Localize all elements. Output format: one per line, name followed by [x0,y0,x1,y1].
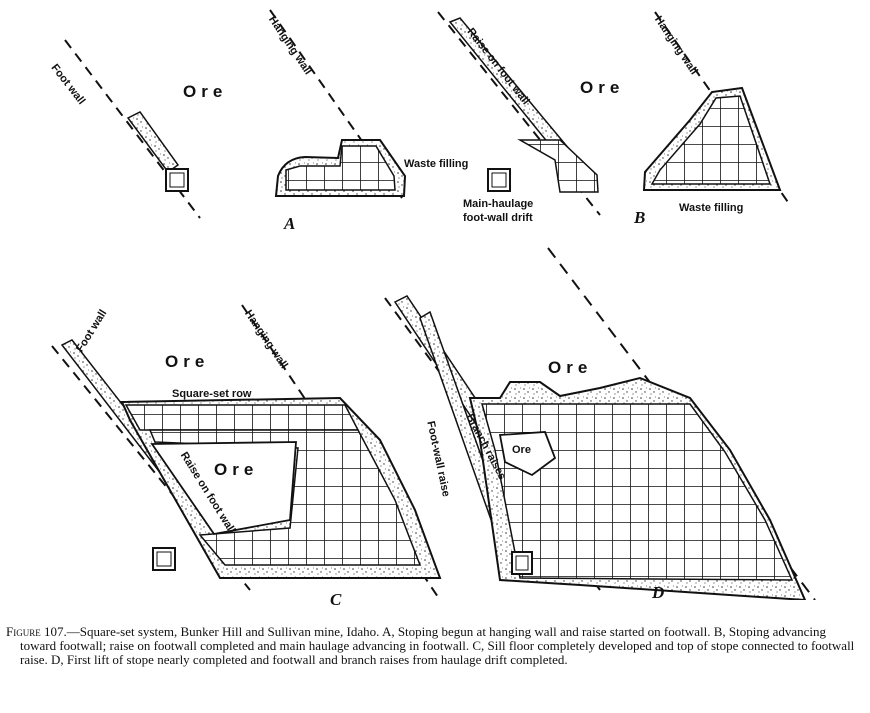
panel-b [437,11,791,216]
stope-timbering-b [650,95,772,185]
foot-wall-drift-label-b: foot-wall drift [463,212,533,224]
foot-wall-line-d [384,297,601,591]
caption-figure-number: Figure 107. [6,624,67,639]
foot-wall-line-a [64,39,201,219]
ore-pocket-c [150,441,297,535]
caption-text: —Square-set system, Bunker Hill and Sull… [20,624,855,667]
ore-inner-label-d: Ore [512,444,531,456]
stope-timbering-d [481,403,794,581]
panel-label-a: A [284,214,296,233]
square-set-row-label-c: Square-set row [172,388,252,400]
ore-label-a: Ore [183,82,228,101]
foot-wall-raise-start-a [126,111,180,174]
ore-top-label-d: Ore [548,358,593,377]
square-set-row-c [124,404,360,431]
panel-a [64,9,407,219]
foot-wall-line-b [437,11,601,216]
ore-label-b: Ore [580,78,625,97]
stope-timbering-a [285,145,396,191]
small-drift-c [152,547,176,571]
figure-caption: Figure 107.—Square-set system, Bunker Hi… [6,625,864,667]
panel-label-b: B [634,208,646,227]
waste-filling-label-b: Waste filling [679,202,744,214]
haulage-drift-d [511,551,533,575]
waste-filling-label-a: Waste filling [404,158,469,170]
panel-c [51,304,442,600]
panel-label-c: C [330,590,342,609]
small-drift-a [165,168,189,192]
square-set-diagram [51,9,816,600]
raise-lower-b [517,139,599,193]
ore-center-label-c: Ore [214,460,259,479]
main-haulage-label-b: Main-haulage [463,198,534,210]
panel-label-d: D [652,583,665,602]
ore-pocket-d [498,431,557,477]
main-haulage-drift-b [487,168,511,192]
panel-d [384,247,816,600]
ore-top-label-c: Ore [165,352,210,371]
